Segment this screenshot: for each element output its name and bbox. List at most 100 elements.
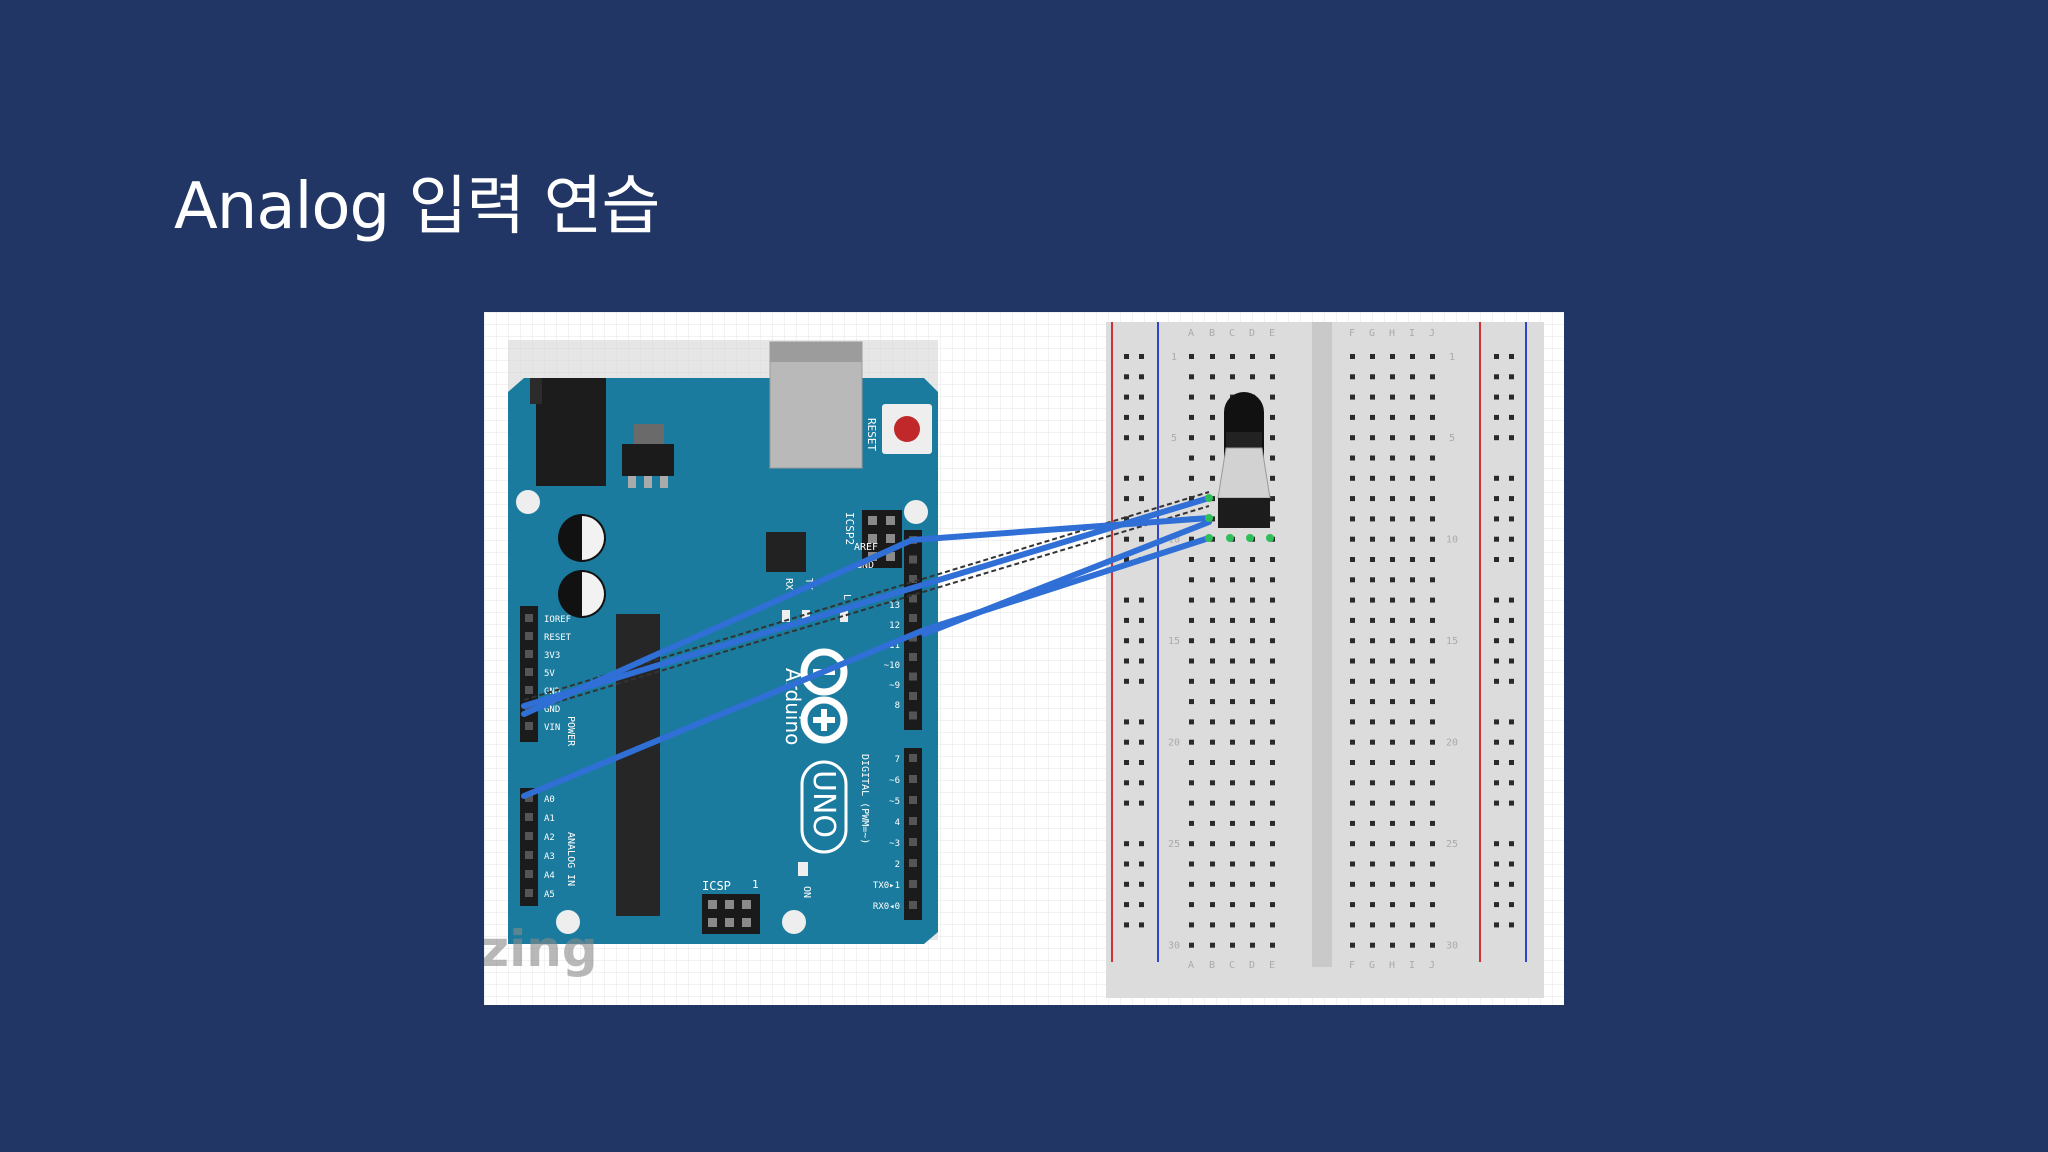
breadboard-hole <box>1270 516 1275 522</box>
breadboard-hole <box>1230 617 1235 623</box>
power-pin-label: 5V <box>544 669 555 679</box>
wire-a0-a[interactable] <box>521 627 927 799</box>
breadboard-hole <box>1390 435 1395 441</box>
breadboard-hole <box>1350 780 1355 786</box>
knob-shaft <box>1226 432 1262 448</box>
breadboard-hole <box>1430 455 1435 461</box>
breadboard-hole <box>1370 678 1375 684</box>
rail-hole <box>1124 597 1129 603</box>
digital-pin-label: RX0◂0 <box>873 902 900 912</box>
gnd-label: GND <box>856 560 874 571</box>
column-label: J <box>1429 960 1435 971</box>
breadboard-hole <box>1230 861 1235 867</box>
rail-hole <box>1509 902 1514 908</box>
breadboard-hole <box>1410 536 1415 542</box>
arduino-board: RESET ICSP2 ICSP 1 <box>484 340 938 978</box>
wire-cross[interactable] <box>921 519 1212 637</box>
breadboard-hole <box>1230 820 1235 826</box>
rail-hole <box>1124 414 1129 420</box>
breadboard-hole <box>1390 922 1395 928</box>
breadboard-hole <box>1390 881 1395 887</box>
column-label: C <box>1229 328 1235 339</box>
power-pin-label: GND <box>544 705 560 715</box>
breadboard-hole <box>1410 760 1415 765</box>
breadboard-hole <box>1390 354 1395 359</box>
breadboard-hole <box>1270 780 1275 786</box>
breadboard-hole <box>1370 557 1375 562</box>
breadboard-hole <box>1410 597 1415 603</box>
breadboard-hole <box>1390 800 1395 806</box>
breadboard-hole <box>1350 658 1355 664</box>
breadboard-hole <box>1210 699 1215 705</box>
rail-hole <box>1509 861 1514 867</box>
breadboard-hole <box>1350 942 1355 948</box>
header-pin <box>525 851 533 859</box>
breadboard-hole <box>1210 658 1215 664</box>
regulator-pin <box>628 476 636 488</box>
rail-hole <box>1139 902 1144 908</box>
rail-hole <box>1494 536 1499 542</box>
breadboard-hole <box>1350 354 1355 359</box>
breadboard-hole <box>1350 841 1355 847</box>
header-pin <box>909 555 917 564</box>
icsp-label: ICSP <box>702 879 731 893</box>
breadboard-hole <box>1410 475 1415 481</box>
header-pin <box>909 711 917 720</box>
power-pin-label: GND <box>544 687 560 697</box>
rail-hole <box>1124 861 1129 867</box>
rail-hole <box>1139 760 1144 765</box>
wire-gnd-a[interactable] <box>521 537 915 717</box>
rail-hole <box>1509 516 1514 522</box>
breadboard-hole <box>1410 719 1415 725</box>
header-pin <box>909 796 917 804</box>
rail-hole <box>1509 394 1514 400</box>
rail-hole <box>1509 354 1514 359</box>
wire-gnd-b[interactable] <box>909 515 1212 543</box>
digital-pin-label: 7 <box>895 755 900 765</box>
mounting-hole <box>782 910 806 934</box>
breadboard-hole <box>1230 678 1235 684</box>
rail-hole <box>1494 394 1499 400</box>
breadboard-hole <box>1270 577 1275 583</box>
breadboard-hole <box>1210 617 1215 623</box>
breadboard-hole <box>1210 820 1215 826</box>
row-label: 5 <box>1171 433 1177 444</box>
icsp2-label: ICSP2 <box>843 512 856 545</box>
rail-hole <box>1139 617 1144 623</box>
breadboard-hole <box>1189 881 1194 887</box>
rail-hole <box>1494 496 1499 502</box>
digital-pin-label: 2 <box>895 860 900 870</box>
breadboard-hole <box>1189 719 1194 725</box>
header-pin <box>525 794 533 802</box>
breadboard-hole <box>1350 374 1355 380</box>
breadboard-hole <box>1210 678 1215 684</box>
header-pin <box>909 775 917 783</box>
breadboard-hole <box>1210 475 1215 481</box>
breadboard-hole <box>1410 638 1415 644</box>
wire-5v[interactable] <box>521 495 1212 709</box>
breadboard-hole <box>1189 922 1194 928</box>
regulator-pin <box>644 476 652 488</box>
breadboard-hole <box>1410 841 1415 847</box>
breadboard-hole <box>1189 902 1194 908</box>
breadboard-hole <box>1430 678 1435 684</box>
breadboard-hole <box>1390 638 1395 644</box>
circuit-diagram: RESET ICSP2 ICSP 1 <box>484 312 1564 1005</box>
breadboard-hole <box>1189 455 1194 461</box>
reset-button-cap[interactable] <box>894 416 920 442</box>
potentiometer[interactable] <box>1217 392 1274 542</box>
breadboard-hole <box>1370 394 1375 400</box>
breadboard-hole <box>1390 760 1395 765</box>
potentiometer-base <box>1218 498 1270 528</box>
breadboard-hole <box>1189 577 1194 583</box>
breadboard-hole <box>1270 820 1275 826</box>
breadboard-hole <box>1390 820 1395 826</box>
uno-badge <box>800 760 848 854</box>
row-label: 1 <box>1449 352 1455 363</box>
breadboard-hole <box>1210 394 1215 400</box>
model-label: UNO <box>806 770 841 838</box>
voltage-regulator <box>622 444 674 476</box>
breadboard-hole <box>1250 780 1255 786</box>
row-label: 10 <box>1168 535 1180 546</box>
